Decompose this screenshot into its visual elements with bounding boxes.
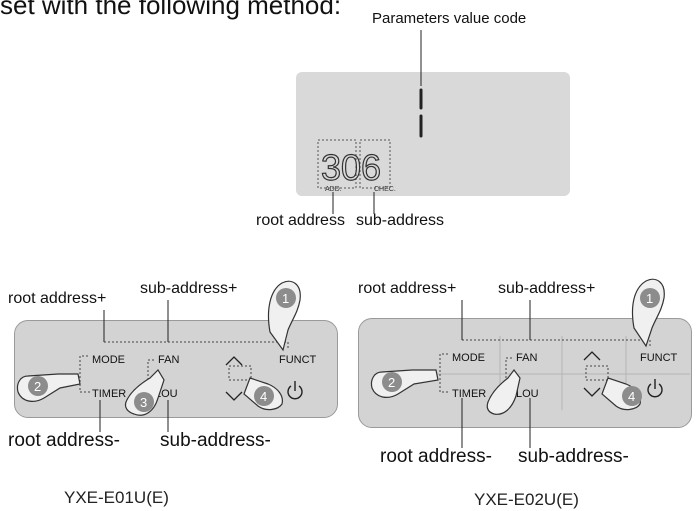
svg-text:2: 2 — [388, 375, 395, 390]
remote2-hand-2: 2 — [370, 369, 439, 398]
remote1-hand-3: 3 — [124, 369, 165, 416]
parameters-value-code-caption: Parameters value code — [372, 10, 527, 27]
svg-text:1: 1 — [282, 291, 289, 306]
remote2-sub-address-plus-label: sub-address+ — [498, 280, 596, 297]
svg-text:2: 2 — [34, 379, 41, 394]
remote1-root-address-minus-label: root address- — [8, 430, 120, 451]
remote2-root-address-plus-label: root address+ — [358, 280, 457, 297]
remote1-leader-lines — [99, 300, 169, 432]
svg-text:3: 3 — [140, 395, 147, 410]
remote2-grid-lines — [436, 336, 690, 410]
remote1-sub-address-minus-label: sub-address- — [160, 430, 271, 451]
add-indicator: ADD. — [325, 186, 342, 193]
remote2-power-icon — [647, 379, 663, 398]
remote1-hand-2: 2 — [16, 373, 81, 402]
remote1-root-address-plus-label: root address+ — [8, 290, 107, 307]
svg-text:1: 1 — [646, 291, 653, 306]
svg-text:4: 4 — [628, 389, 635, 404]
svg-text:4: 4 — [260, 389, 267, 404]
remote2-hand-4: 4 — [601, 377, 642, 411]
remote1-timer-button[interactable]: TIMER — [92, 388, 127, 400]
remote2-chevron-up-icon — [583, 351, 601, 361]
page-heading: set with the following method: — [0, 0, 342, 20]
remote2-hand-3 — [486, 369, 521, 415]
remote2-chevron-down-icon — [583, 387, 601, 397]
remote1-chevron-up-icon — [225, 356, 243, 366]
display-sub-address-label: sub-address — [356, 212, 445, 229]
remote1-fan-button[interactable]: FAN — [158, 354, 180, 366]
remote2-leader-lines — [461, 300, 531, 448]
remote2-funct-button[interactable]: FUNCT — [640, 352, 678, 364]
lcd-display — [296, 72, 570, 196]
display-root-address-label: root address — [256, 212, 345, 229]
remote2-panel — [358, 318, 692, 428]
remote1-funct-button[interactable]: FUNCT — [279, 354, 317, 366]
remote1-model-label: YXE-E01U(E) — [64, 488, 169, 507]
remote1-sub-address-plus-label: sub-address+ — [140, 280, 238, 297]
lcd-digits: 306 — [321, 147, 381, 188]
root-address-digit-box — [317, 139, 357, 189]
remote2-lou-button[interactable]: LOU — [516, 388, 539, 400]
remote2-fan-button[interactable]: FAN — [516, 352, 538, 364]
remote1-mode-button[interactable]: MODE — [92, 354, 125, 366]
remote1-hand-4: 4 — [243, 377, 283, 411]
remote1-chevron-down-icon — [225, 391, 243, 401]
remote2-hand-1: 1 — [631, 278, 665, 348]
remote1-hand-1: 1 — [267, 280, 301, 352]
chec-indicator: CHEC. — [374, 186, 396, 193]
remote2-sub-address-minus-label: sub-address- — [518, 446, 629, 467]
remote2-model-label: YXE-E02U(E) — [474, 490, 579, 509]
sub-address-digit-box — [359, 139, 391, 189]
remote2-timer-button[interactable]: TIMER — [452, 388, 487, 400]
remote1-power-icon — [287, 381, 303, 400]
remote2-root-address-minus-label: root address- — [380, 446, 492, 467]
remote2-mode-button[interactable]: MODE — [452, 352, 485, 364]
